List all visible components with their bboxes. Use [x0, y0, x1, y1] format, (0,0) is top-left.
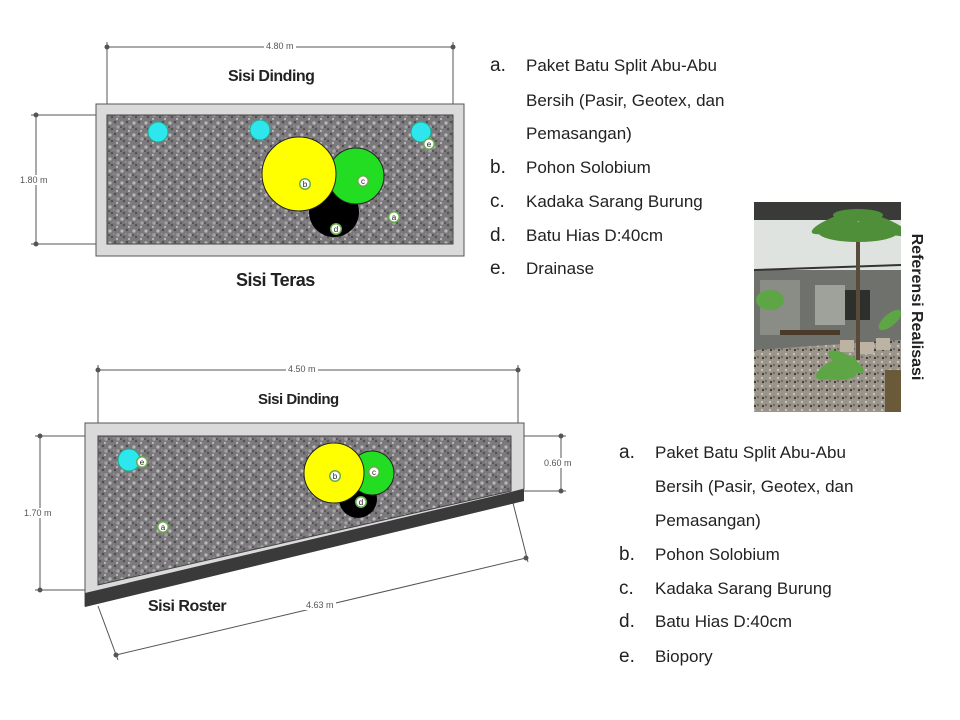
legend-top-item-a: a.Paket Batu Split Abu-Abu	[490, 55, 717, 76]
bottom-height-label: 1.70 m	[22, 508, 54, 518]
svg-text:e: e	[140, 458, 145, 467]
bottom-right-height-dimension	[518, 433, 566, 494]
bottom-gravel-area	[97, 435, 512, 586]
legend-bottom-item-e: e.Biopory	[619, 646, 713, 667]
bottom-diagonal-label: 4.63 m	[304, 600, 336, 610]
svg-text:c: c	[372, 468, 376, 477]
top-drain-2	[249, 119, 271, 141]
legend-bottom-item-a-line2: Bersih (Pasir, Geotex, dan	[655, 477, 854, 496]
legend-bottom-item-d: d.Batu Hias D:40cm	[619, 611, 792, 632]
legend-top-item-b: b.Pohon Solobium	[490, 157, 651, 178]
bottom-wall-side-label: Sisi Dinding	[258, 391, 339, 408]
bottom-marker-c: c	[368, 466, 380, 478]
legend-bottom-item-a-line3: Pemasangan)	[655, 511, 761, 530]
legend-bottom-item-b: b.Pohon Solobium	[619, 544, 780, 565]
bottom-marker-e: e	[136, 456, 148, 468]
bottom-width-label: 4.50 m	[286, 364, 318, 374]
legend-bottom-item-c: c.Kadaka Sarang Burung	[619, 578, 832, 599]
svg-text:b: b	[303, 180, 308, 189]
svg-text:d: d	[359, 498, 363, 507]
bottom-marker-d: d	[355, 496, 367, 508]
legend-top-item-a-line3: Pemasangan)	[526, 124, 632, 143]
top-drain-1	[147, 121, 169, 143]
bottom-right-height-label: 0.60 m	[542, 458, 574, 468]
top-marker-b: b	[299, 178, 311, 190]
top-tree	[261, 136, 337, 212]
top-drain-3	[410, 121, 432, 143]
svg-text:a: a	[161, 523, 166, 532]
top-height-dimension	[31, 112, 107, 247]
svg-text:a: a	[392, 213, 397, 222]
legend-top-item-d: d.Batu Hias D:40cm	[490, 225, 663, 246]
reference-photo	[754, 202, 901, 412]
bottom-roster-edge	[85, 489, 524, 607]
top-terrace-side-label: Sisi Teras	[236, 270, 315, 290]
svg-text:e: e	[427, 140, 432, 149]
legend-top-item-a-line2: Bersih (Pasir, Geotex, dan	[526, 91, 725, 110]
bottom-marker-a: a	[157, 521, 169, 533]
top-wall-side-label: Sisi Dinding	[228, 68, 315, 85]
svg-text:b: b	[333, 472, 338, 481]
top-marker-d: d	[330, 223, 342, 235]
svg-text:d: d	[334, 225, 338, 234]
top-marker-e: e	[423, 138, 435, 150]
bottom-marker-b: b	[329, 470, 341, 482]
reference-label: Referensi Realisasi	[908, 233, 925, 381]
legend-top-item-c: c.Kadaka Sarang Burung	[490, 191, 703, 212]
top-height-label: 1.80 m	[18, 175, 50, 185]
top-marker-c: c	[357, 175, 369, 187]
svg-text:c: c	[361, 177, 365, 186]
legend-bottom-item-a: a.Paket Batu Split Abu-Abu	[619, 442, 846, 463]
top-marker-a: a	[388, 211, 400, 223]
bottom-roster-side-label: Sisi Roster	[148, 598, 227, 615]
legend-top-item-e: e.Drainase	[490, 258, 595, 279]
top-width-label: 4.80 m	[264, 41, 296, 51]
